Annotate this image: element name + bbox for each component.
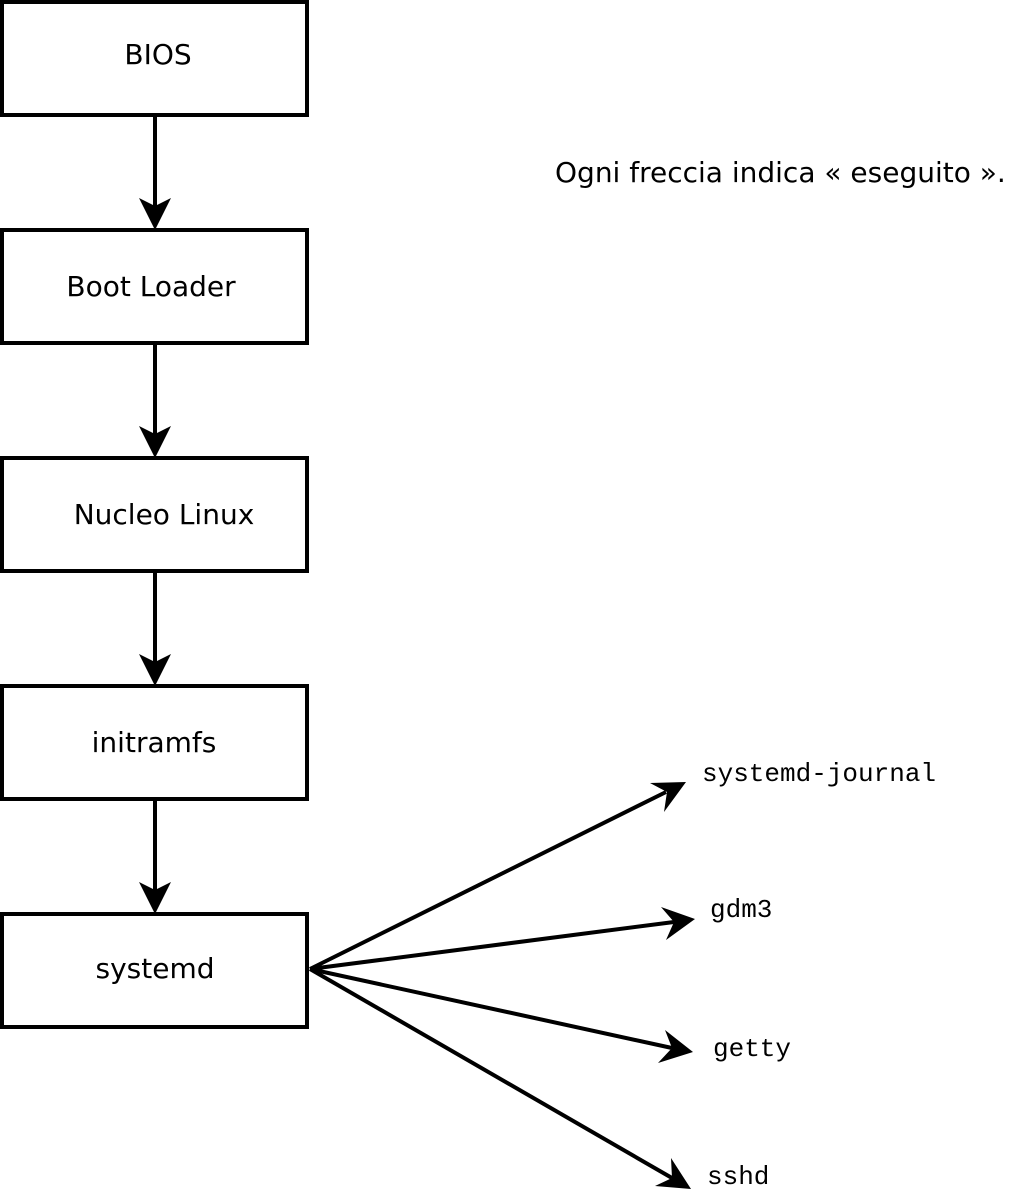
arrow-initramfs-to-systemd (139, 800, 171, 914)
service-systemd-journal: systemd-journal (702, 759, 936, 789)
arrow-systemd-to-sshd (309, 967, 691, 1189)
linux-kernel-box: Nucleo Linux (0, 456, 309, 573)
boot-loader-label: Boot Loader (66, 270, 236, 303)
linux-kernel-label: Nucleo Linux (74, 498, 255, 531)
service-sshd: sshd (707, 1162, 769, 1192)
service-gdm3: gdm3 (710, 895, 772, 925)
arrow-systemd-to-getty (309, 967, 693, 1063)
arrow-systemd-to-systemd-journal (309, 782, 686, 971)
service-getty-label: getty (713, 1034, 791, 1064)
boot-loader-box: Boot Loader (0, 228, 309, 345)
arrow-kernel-to-initramfs (139, 572, 171, 686)
diagram-note: Ogni freccia indica « eseguito ». (555, 156, 1006, 189)
service-sshd-label: sshd (707, 1162, 769, 1192)
systemd-label: systemd (96, 952, 215, 985)
service-gdm3-label: gdm3 (710, 895, 772, 925)
arrow-systemd-to-gdm3 (309, 907, 695, 971)
initramfs-box: initramfs (0, 684, 309, 801)
service-getty: getty (713, 1034, 791, 1064)
arrow-boot-loader-to-kernel (139, 344, 171, 458)
arrow-bios-to-boot-loader (139, 116, 171, 230)
service-systemd-journal-label: systemd-journal (702, 759, 936, 789)
systemd-box: systemd (0, 912, 309, 1029)
bios-label: BIOS (124, 38, 191, 71)
initramfs-label: initramfs (92, 726, 217, 759)
bios-box: BIOS (0, 0, 309, 117)
